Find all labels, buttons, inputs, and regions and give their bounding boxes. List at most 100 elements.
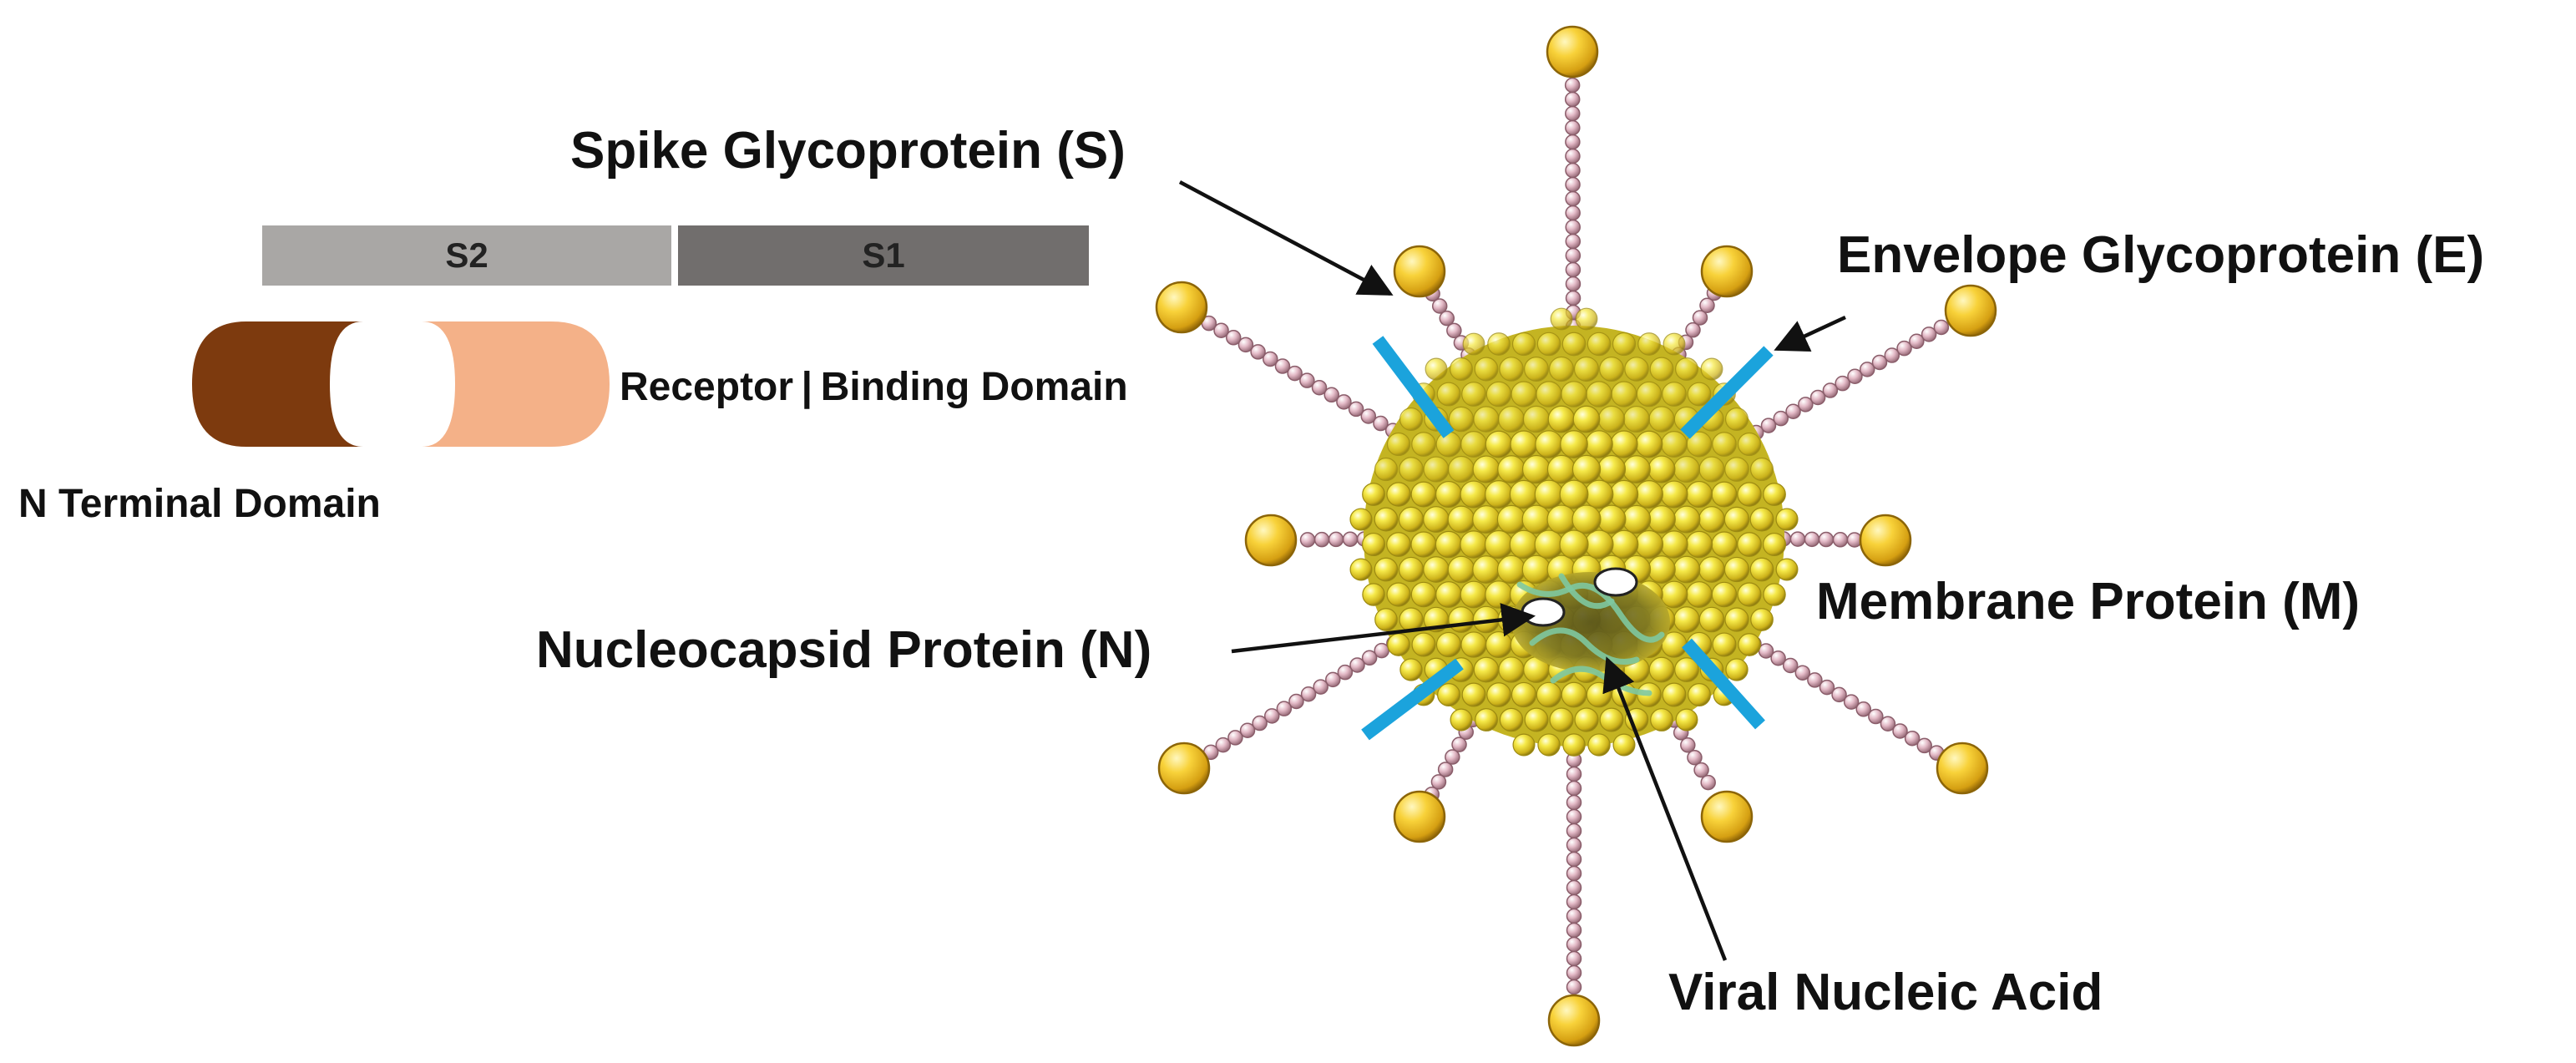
spike-stalk-bead bbox=[1431, 298, 1448, 314]
membrane-protein-unit bbox=[1387, 633, 1410, 656]
membrane-protein-unit bbox=[1435, 480, 1463, 509]
membrane-protein-unit bbox=[1622, 455, 1651, 483]
membrane-protein-unit bbox=[1597, 405, 1626, 433]
membrane-protein-unit bbox=[1536, 381, 1562, 407]
spike-stalk-bead bbox=[1566, 766, 1582, 782]
membrane-protein-unit bbox=[1462, 332, 1485, 356]
membrane-protein-unit bbox=[1587, 733, 1611, 757]
capsule-gap bbox=[355, 322, 430, 446]
spike-stalk-bead bbox=[1909, 333, 1925, 350]
spike-stalk-bead bbox=[1299, 372, 1315, 388]
n-terminal-domain-label: N Terminal Domain bbox=[18, 482, 381, 526]
membrane-protein-unit bbox=[1511, 381, 1537, 407]
spike-stalk-bead bbox=[1566, 794, 1582, 811]
membrane-protein-unit bbox=[1737, 532, 1762, 557]
spike-stalk-bead bbox=[1566, 979, 1582, 995]
membrane-protein-unit bbox=[1425, 357, 1448, 381]
spike-tip bbox=[1546, 25, 1599, 78]
spike-tip bbox=[1393, 245, 1446, 298]
membrane-protein-unit bbox=[1460, 530, 1488, 559]
membrane-protein-unit bbox=[1549, 707, 1574, 732]
spike-stalk-bead bbox=[1687, 749, 1703, 766]
membrane-protein-unit bbox=[1534, 529, 1564, 559]
callout-arrows bbox=[1178, 180, 1846, 961]
membrane-protein-unit bbox=[1737, 432, 1762, 457]
membrane-protein-unit bbox=[1437, 683, 1460, 706]
membrane-protein-unit bbox=[1484, 529, 1514, 559]
membrane-protein-unit bbox=[1624, 357, 1649, 382]
membrane-protein-unit bbox=[1411, 632, 1436, 657]
spike-stalk-bead bbox=[1700, 774, 1716, 791]
membrane-protein-unit bbox=[1724, 457, 1749, 482]
spike-stalk-bead bbox=[1437, 762, 1454, 777]
membrane-protein-unit bbox=[1711, 531, 1738, 558]
membrane-protein-unit bbox=[1647, 505, 1676, 534]
s2-segment: S2 bbox=[262, 225, 671, 286]
membrane-protein-unit bbox=[1349, 558, 1373, 581]
membrane-protein-unit bbox=[1698, 556, 1725, 583]
membrane-protein-unit bbox=[1660, 580, 1688, 609]
spike-stalk-bead bbox=[1360, 408, 1377, 424]
spike-stalk-bead bbox=[1276, 701, 1293, 716]
membrane-protein-unit bbox=[1574, 707, 1599, 732]
membrane-protein-unit bbox=[1723, 506, 1750, 533]
spike-stalk-bead bbox=[1565, 233, 1582, 250]
spike-stalk-bead bbox=[1565, 176, 1581, 193]
spike-stalk-bead bbox=[1809, 389, 1826, 406]
membrane-protein-unit bbox=[1472, 555, 1501, 584]
spike-stalk-bead bbox=[1225, 330, 1242, 346]
membrane-protein-unit bbox=[1521, 504, 1551, 534]
membrane-protein-unit bbox=[1586, 381, 1612, 407]
membrane-protein-unit bbox=[1537, 733, 1561, 757]
membrane-protein-unit bbox=[1609, 529, 1639, 559]
membrane-protein-unit bbox=[1460, 431, 1487, 458]
membrane-protein-unit bbox=[1485, 480, 1513, 509]
spike-stalk-bead bbox=[1884, 347, 1900, 363]
membrane-protein-unit bbox=[1712, 432, 1737, 457]
membrane-protein-unit bbox=[1447, 505, 1475, 534]
membrane-protein-unit bbox=[1622, 405, 1651, 433]
spike-stalk-bead bbox=[1566, 865, 1582, 882]
membrane-protein-unit bbox=[1435, 581, 1462, 608]
spike-stalk-bead bbox=[1299, 532, 1316, 548]
membrane-protein-unit bbox=[1474, 357, 1499, 382]
membrane-protein-unit bbox=[1512, 733, 1536, 757]
membrane-protein-unit bbox=[1435, 530, 1463, 559]
membrane-protein-unit bbox=[1700, 357, 1723, 381]
membrane-protein-unit bbox=[1737, 582, 1762, 607]
membrane-protein-unit bbox=[1485, 430, 1513, 458]
spike-stalk-bead bbox=[1822, 382, 1839, 398]
membrane-protein-unit bbox=[1547, 405, 1576, 433]
membrane-protein-unit bbox=[1662, 382, 1687, 407]
membrane-protein-unit bbox=[1399, 658, 1423, 681]
membrane-protein-unit bbox=[1609, 479, 1639, 509]
viral-nucleic-acid-arrow bbox=[1602, 656, 1728, 961]
membrane-protein-unit bbox=[1546, 504, 1576, 534]
spike-stalk-bead bbox=[1237, 337, 1254, 353]
spike-stalk-bead bbox=[1565, 119, 1581, 136]
membrane-protein-unit bbox=[1763, 483, 1786, 506]
membrane-protein-unit bbox=[1688, 683, 1711, 706]
nucleocapsid-protein bbox=[1593, 567, 1638, 597]
spike-stalk-bead bbox=[1794, 665, 1811, 681]
membrane-protein-unit bbox=[1386, 482, 1411, 507]
membrane-protein-unit bbox=[1673, 505, 1701, 534]
membrane-protein-unit bbox=[1587, 332, 1612, 357]
membrane-protein-unit bbox=[1497, 455, 1526, 483]
membrane-protein-unit bbox=[1497, 405, 1526, 433]
envelope-protein bbox=[1680, 346, 1774, 439]
spike-stalk-bead bbox=[1215, 737, 1232, 753]
spike-stalk-bead bbox=[1933, 319, 1950, 336]
membrane-protein-unit bbox=[1738, 633, 1761, 656]
membrane-protein-unit bbox=[1349, 508, 1373, 531]
n-terminal-domain-segment bbox=[192, 321, 363, 447]
membrane-protein-unit bbox=[1725, 658, 1749, 681]
nucleocapsid-protein-arrow bbox=[1231, 603, 1536, 654]
membrane-protein-unit bbox=[1648, 656, 1675, 683]
spike-stalk-bead bbox=[1565, 261, 1582, 278]
membrane-protein-unit bbox=[1698, 606, 1725, 633]
membrane-protein-unit bbox=[1572, 405, 1601, 433]
membrane-protein-unit bbox=[1485, 580, 1513, 609]
membrane-protein-unit bbox=[1648, 406, 1675, 433]
membrane-protein-unit bbox=[1410, 581, 1437, 608]
